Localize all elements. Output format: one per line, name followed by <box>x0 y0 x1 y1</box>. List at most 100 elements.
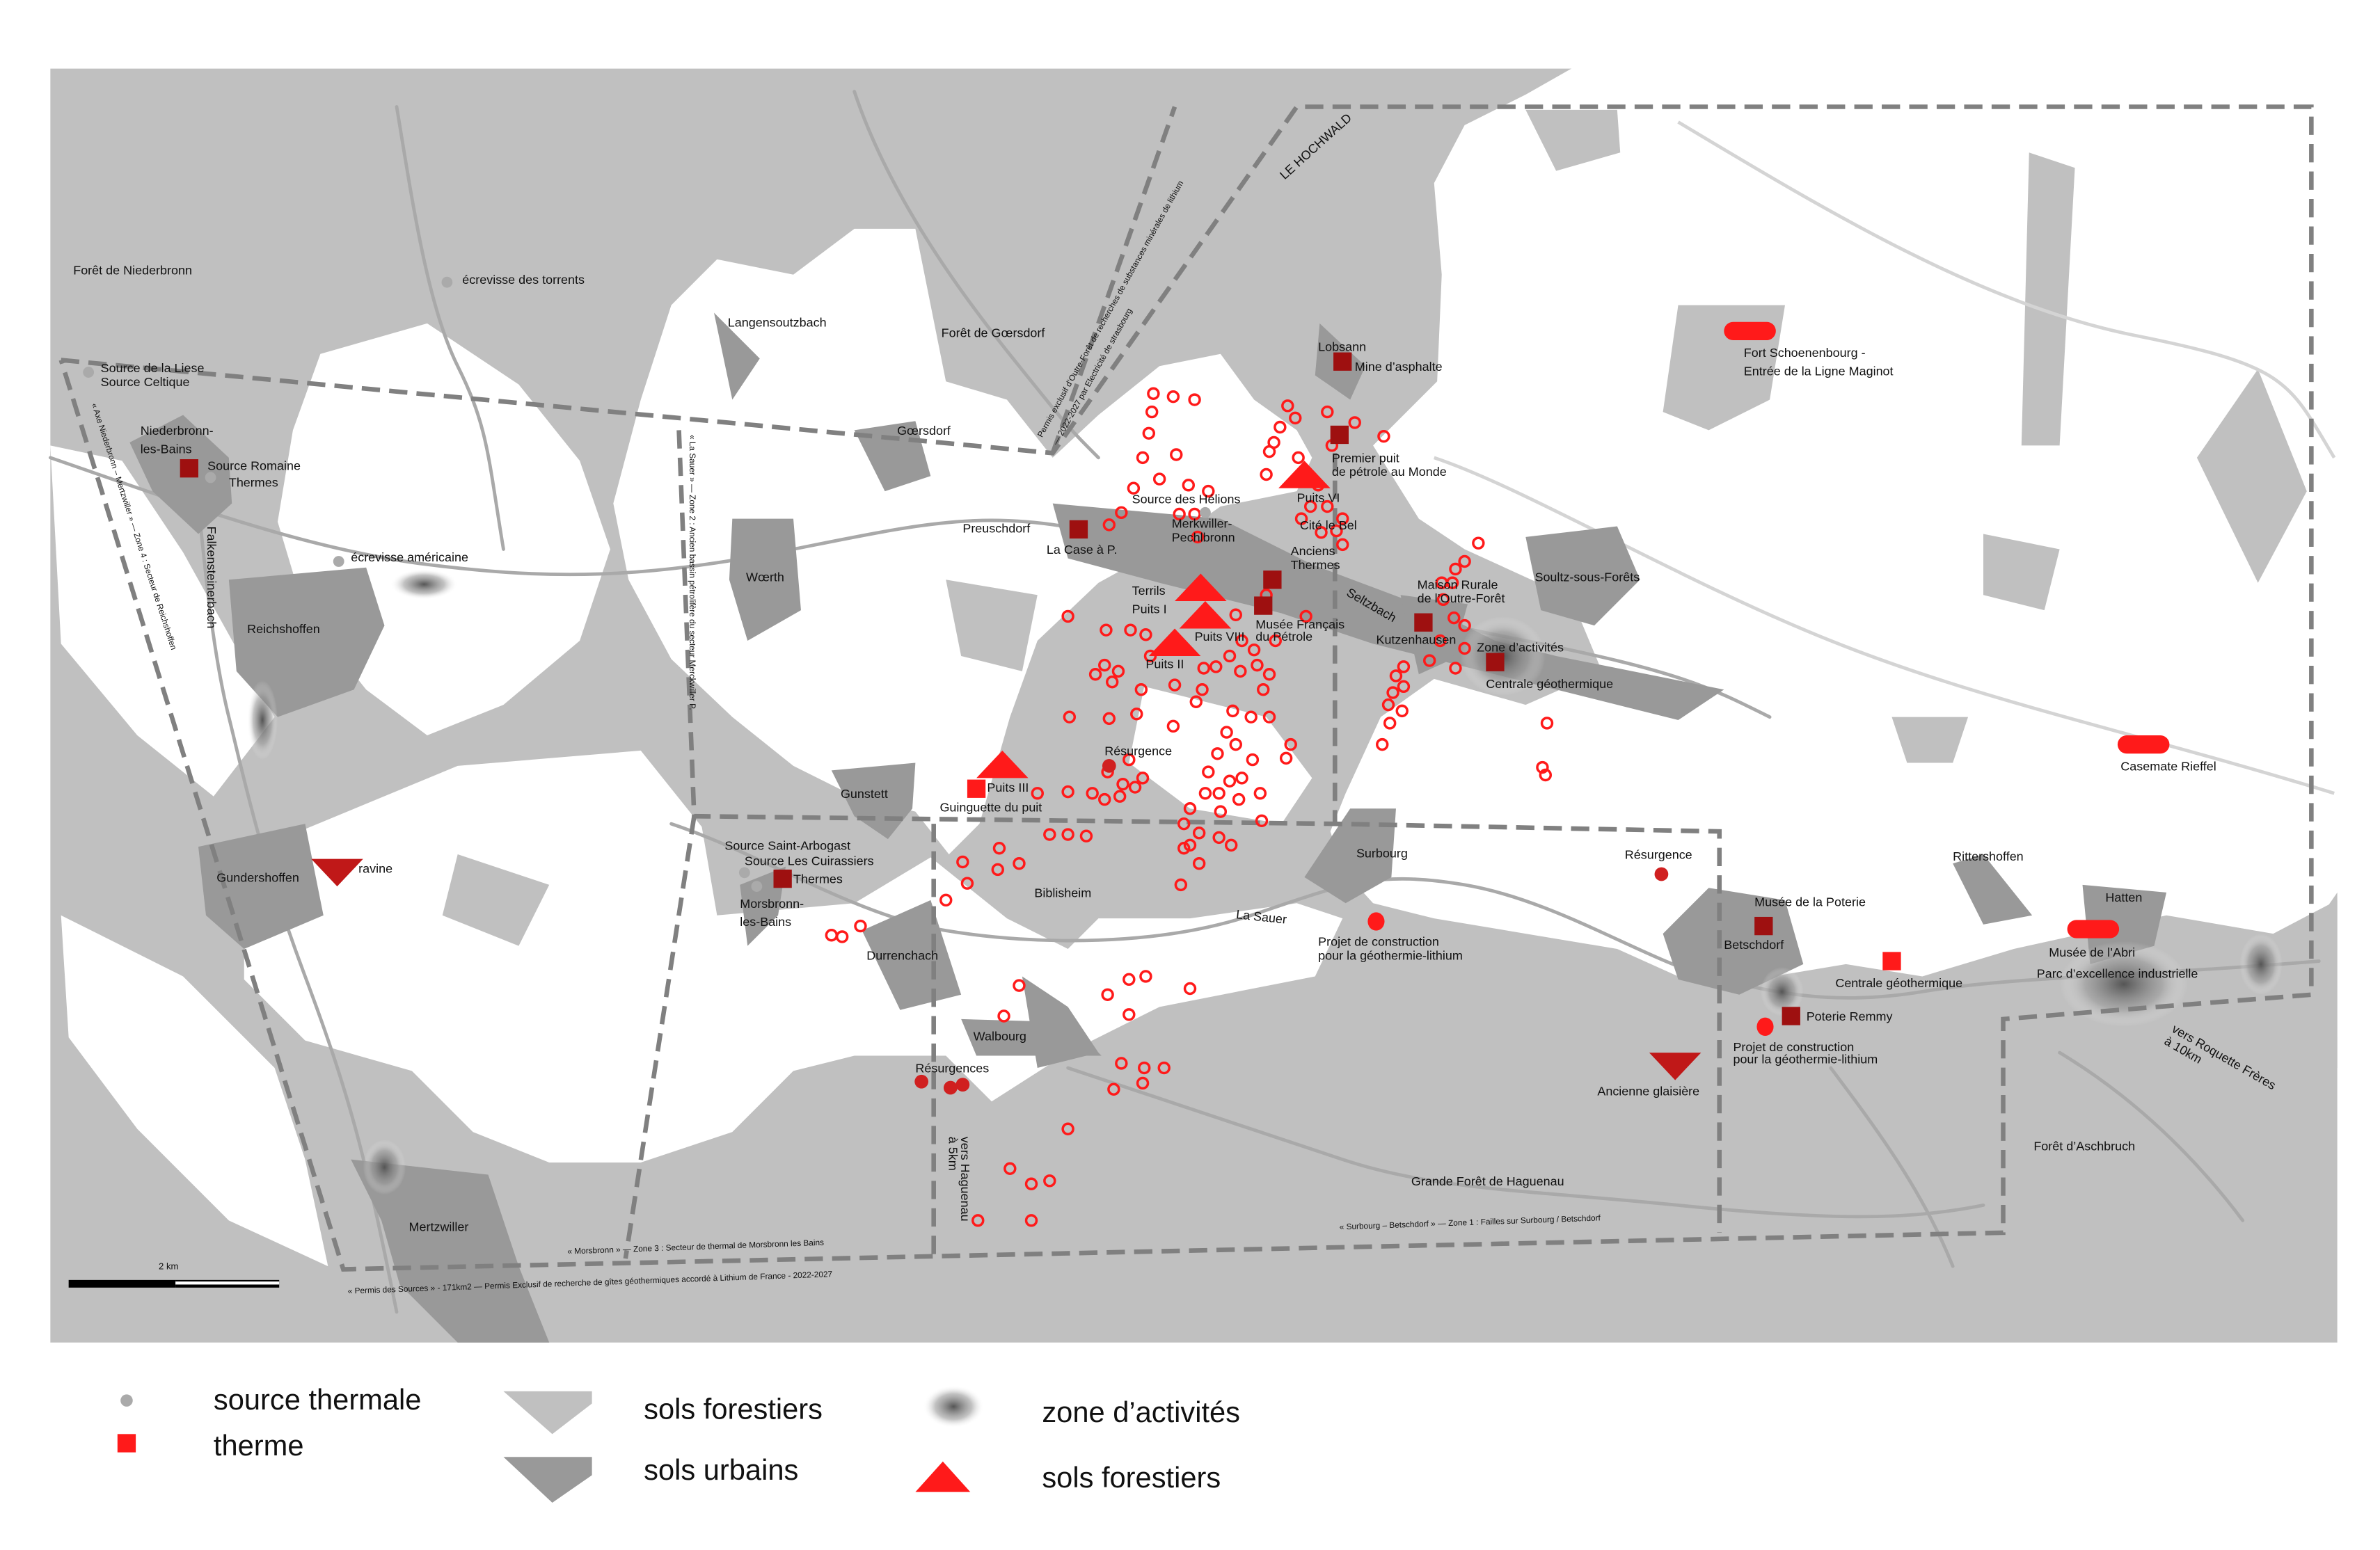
label-puits-i: Puits I <box>1132 602 1167 616</box>
drilling-site-marker <box>1128 781 1142 794</box>
drilling-site-marker <box>1212 831 1225 845</box>
label-morsbronn-1: Morsbronn- <box>740 897 804 911</box>
drilling-site-marker <box>1224 838 1238 852</box>
spoil-heap-triangle <box>1175 573 1227 602</box>
drilling-site-marker <box>1223 649 1237 663</box>
therme-marker <box>1333 352 1352 371</box>
drilling-site-marker <box>1447 611 1461 625</box>
drilling-site-marker <box>1229 608 1242 621</box>
therme-marker <box>1754 916 1773 936</box>
drilling-site-marker <box>1139 970 1152 983</box>
label-mertzwiller: Mertzwiller <box>409 1220 469 1234</box>
legend-therme-icon <box>117 1434 136 1453</box>
military-site-marker <box>1724 321 1776 341</box>
label-foret-niederbronn: Forêt de Niederbronn <box>73 264 192 278</box>
label-walbourg: Walbourg <box>974 1030 1026 1044</box>
therme-marker <box>1330 425 1349 445</box>
drilling-site-marker <box>1136 772 1150 785</box>
construction-project-marker <box>1756 1017 1774 1036</box>
drilling-site-marker <box>992 842 1006 855</box>
drilling-site-marker <box>971 1214 985 1227</box>
label-gundershoffen: Gundershoffen <box>216 871 299 885</box>
drilling-site-marker <box>1043 1174 1056 1188</box>
label-reichshoffen: Reichshoffen <box>247 622 320 636</box>
legend: source thermale therme sols forestiers s… <box>117 1383 1240 1503</box>
drilling-site-marker <box>1536 760 1549 774</box>
label-durrenchach: Durrenchach <box>866 948 938 962</box>
resurgence-marker <box>1654 867 1669 881</box>
drilling-site-marker <box>1138 1061 1151 1075</box>
drilling-site-marker <box>1115 1057 1128 1070</box>
construction-project-marker <box>1367 912 1385 931</box>
label-maison-1: Maison Rurale <box>1418 577 1498 591</box>
drilling-site-marker <box>1281 399 1294 413</box>
drilling-site-marker <box>1101 988 1114 1001</box>
label-thermes-niederbronn: Thermes <box>229 476 278 490</box>
thermal-source-marker <box>205 472 216 484</box>
drilling-site-marker <box>1102 712 1116 726</box>
drilling-site-marker <box>1139 628 1152 641</box>
label-soultz: Soultz-sous-Forêts <box>1534 570 1640 584</box>
legend-zone-activites: zone d’activités <box>1042 1396 1240 1428</box>
drilling-site-marker <box>1389 669 1403 682</box>
therme-marker <box>180 459 198 478</box>
drilling-site-marker <box>1292 451 1305 465</box>
drilling-site-marker <box>1166 390 1180 404</box>
zone2-label: « La Sauer » — Zone 2 : Ancien bassin pé… <box>688 435 697 710</box>
drilling-site-marker <box>1211 747 1224 760</box>
thermal-source-marker <box>738 867 750 879</box>
label-ecrevisse-torrents: écrevisse des torrents <box>462 273 585 287</box>
legend-sols-urbains: sols urbains <box>644 1453 798 1486</box>
therme-marker <box>773 869 792 888</box>
drilling-site-marker <box>1303 500 1317 513</box>
label-fort-2: Entrée de la Ligne Maginot <box>1744 364 1894 378</box>
label-merkwiller-2: Pechlbronn <box>1172 530 1235 544</box>
drilling-site-marker <box>1024 1177 1038 1190</box>
drilling-site-marker <box>1100 623 1113 637</box>
drilling-site-marker <box>1111 664 1125 678</box>
military-site-marker <box>2067 920 2120 938</box>
drilling-site-marker <box>1435 576 1448 589</box>
thermal-source-marker <box>83 367 95 378</box>
label-puits-viii: Puits VIII <box>1195 630 1245 644</box>
drilling-site-marker <box>1540 717 1554 730</box>
drilling-site-marker <box>1202 484 1215 498</box>
resurgence-marker <box>914 1074 929 1089</box>
drilling-site-marker <box>1315 526 1328 539</box>
therme-marker <box>1263 570 1282 589</box>
drilling-site-marker <box>1183 802 1197 815</box>
drilling-site-marker <box>1381 698 1395 712</box>
drilling-site-marker <box>939 893 953 907</box>
drilling-site-marker <box>1136 1076 1150 1090</box>
label-projet1-1: Projet de construction <box>1318 935 1439 949</box>
label-puits-ii: Puits II <box>1145 657 1184 671</box>
drilling-site-marker <box>1188 393 1201 406</box>
drilling-site-marker <box>1234 664 1247 678</box>
label-morsbronn-2: les-Bains <box>740 915 791 929</box>
label-zone-activites: Zone d’activités <box>1477 640 1564 654</box>
label-kutzenhausen: Kutzenhausen <box>1376 632 1456 646</box>
label-projet2-2: pour la géothermie-lithium <box>1733 1052 1878 1066</box>
drilling-site-marker <box>1294 512 1308 525</box>
drilling-site-marker <box>1284 737 1297 751</box>
ravine-triangle <box>311 858 363 887</box>
drilling-site-marker <box>1262 668 1276 681</box>
drilling-site-marker <box>1260 468 1273 481</box>
label-poterie-remmy: Poterie Remmy <box>1807 1009 1893 1023</box>
drilling-site-marker <box>1124 623 1137 637</box>
drilling-site-marker <box>1177 817 1191 831</box>
label-source-helions: Source des Hélions <box>1132 493 1241 506</box>
label-musee-petrole-1: Musée Français <box>1255 617 1344 631</box>
drilling-site-marker <box>1113 790 1127 803</box>
drilling-site-marker <box>854 919 867 933</box>
drilling-site-marker <box>1253 787 1267 800</box>
drilling-site-marker <box>1116 777 1129 791</box>
label-merkwiller-1: Merkwiller- <box>1172 517 1232 531</box>
open-land <box>50 68 2380 1267</box>
label-preuschdorf: Preuschdorf <box>962 521 1031 535</box>
spoil-heap-triangle <box>1278 461 1331 488</box>
label-musee-abri: Musée de l’Abri <box>2049 945 2135 959</box>
label-musee-petrole-2: du Pétrole <box>1255 630 1312 644</box>
zone-boundaries <box>58 104 2314 1272</box>
drilling-site-marker <box>1321 405 1334 419</box>
